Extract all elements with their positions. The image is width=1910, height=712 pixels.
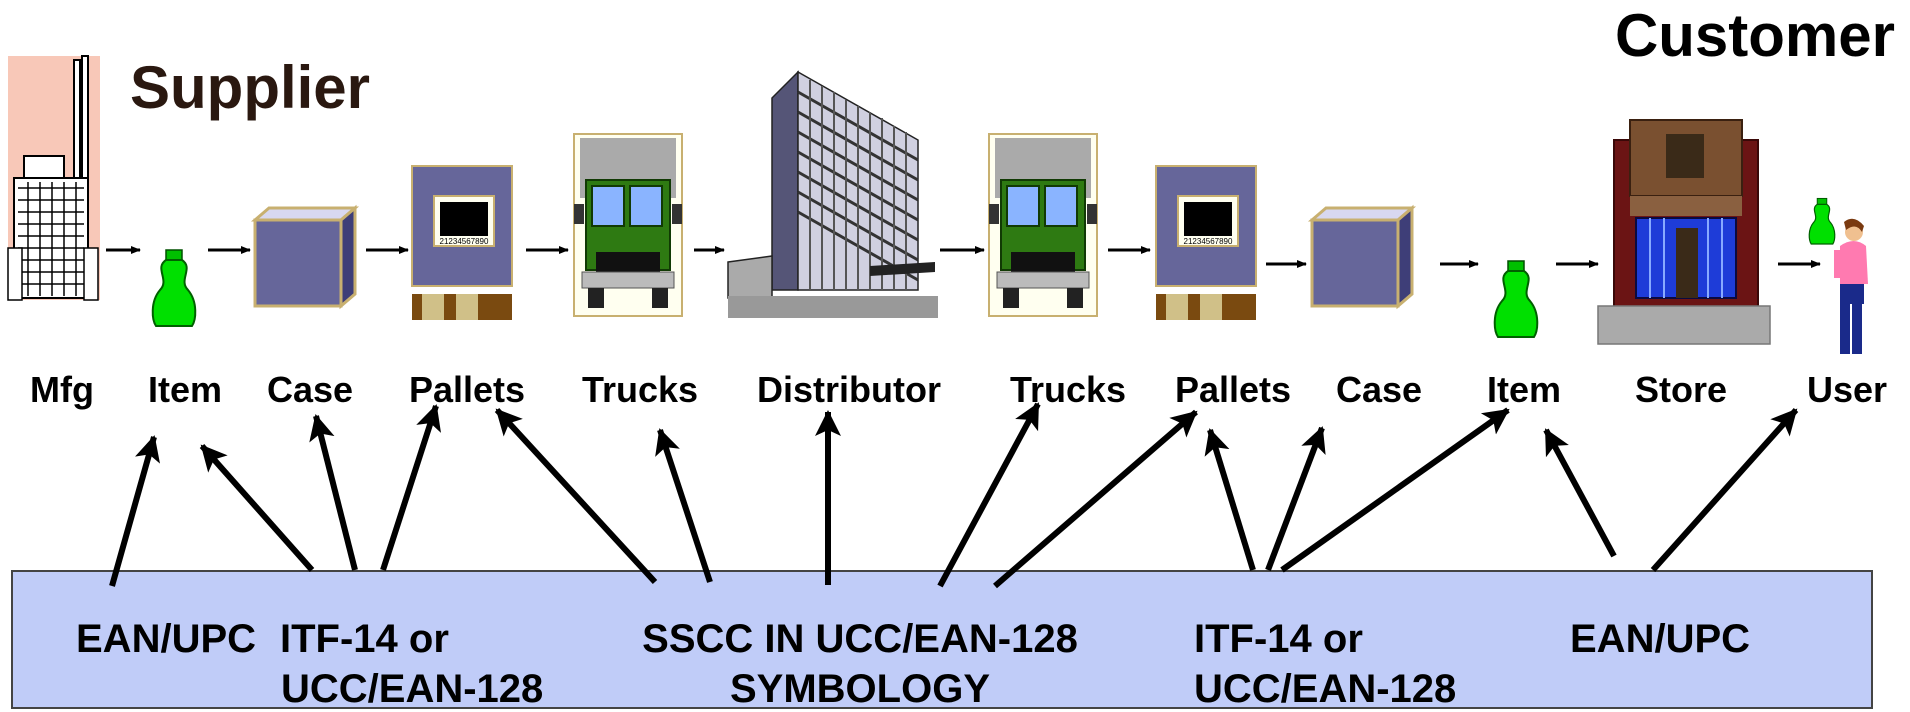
person-icon (1834, 218, 1868, 354)
mapping-arrow (199, 444, 315, 572)
supplier-heading: Supplier (130, 54, 370, 121)
symbology-ean-upc-supplier: EAN/UPC (76, 617, 256, 661)
stage-label-mfg: Mfg (30, 369, 94, 410)
stage-label-user: User (1807, 369, 1887, 410)
store-icon (1597, 119, 1771, 345)
pallet-icon (1155, 165, 1257, 321)
bottle-icon (151, 249, 197, 327)
customer-heading: Customer (1615, 2, 1895, 69)
box-icon (253, 206, 357, 308)
symbology-sscc-line1: SSCC IN UCC/EAN-128 (642, 617, 1078, 661)
mapping-arrow (1280, 407, 1510, 573)
pallet-icon (411, 165, 513, 321)
flow-arrows (106, 246, 1821, 268)
symbology-panel (11, 570, 1873, 709)
stage-labels: Mfg Item Case Pallets Trucks Distributor… (30, 369, 1887, 410)
truck-icon (573, 133, 683, 317)
mapping-arrow (1543, 428, 1617, 558)
stage-label-case: Case (267, 369, 353, 410)
stage-label-item: Item (1487, 369, 1561, 410)
mapping-arrow (937, 402, 1041, 588)
stage-label-pallets: Pallets (409, 369, 525, 410)
stage-label-trucks: Trucks (582, 369, 698, 410)
mapping-arrows (109, 402, 1799, 589)
bottle-icon (1808, 197, 1836, 245)
bottle-icon (1493, 260, 1539, 338)
mapping-arrow (494, 407, 658, 585)
mapping-arrow (309, 414, 358, 571)
stage-label-case: Case (1336, 369, 1422, 410)
symbology-labels: EAN/UPC ITF-14 or UCC/EAN-128 SSCC IN UC… (76, 617, 1750, 711)
mapping-arrow (993, 409, 1198, 589)
symbology-itf14-customer-line2: UCC/EAN-128 (1194, 667, 1456, 711)
mapping-arrow (655, 428, 713, 583)
mapping-arrow (109, 435, 161, 587)
stage-label-store: Store (1635, 369, 1727, 410)
stage-label-distributor: Distributor (757, 369, 941, 410)
mapping-arrow (1204, 428, 1256, 571)
symbology-itf14-line2: UCC/EAN-128 (281, 667, 543, 711)
mapping-arrow (380, 404, 441, 571)
mapping-arrow (1650, 408, 1799, 572)
office-building-icon (727, 70, 938, 318)
symbology-sscc-line2: SYMBOLOGY (730, 667, 990, 711)
stage-label-trucks: Trucks (1010, 369, 1126, 410)
mapping-arrow (1265, 426, 1326, 572)
symbology-ean-upc-customer: EAN/UPC (1570, 617, 1750, 661)
stage-label-pallets: Pallets (1175, 369, 1291, 410)
factory-icon (7, 55, 100, 301)
symbology-itf14-customer-line1: ITF-14 or (1194, 617, 1363, 661)
stage-label-item: Item (148, 369, 222, 410)
box-icon (1310, 206, 1414, 308)
truck-icon (988, 133, 1098, 317)
symbology-itf14-line1: ITF-14 or (280, 617, 449, 661)
